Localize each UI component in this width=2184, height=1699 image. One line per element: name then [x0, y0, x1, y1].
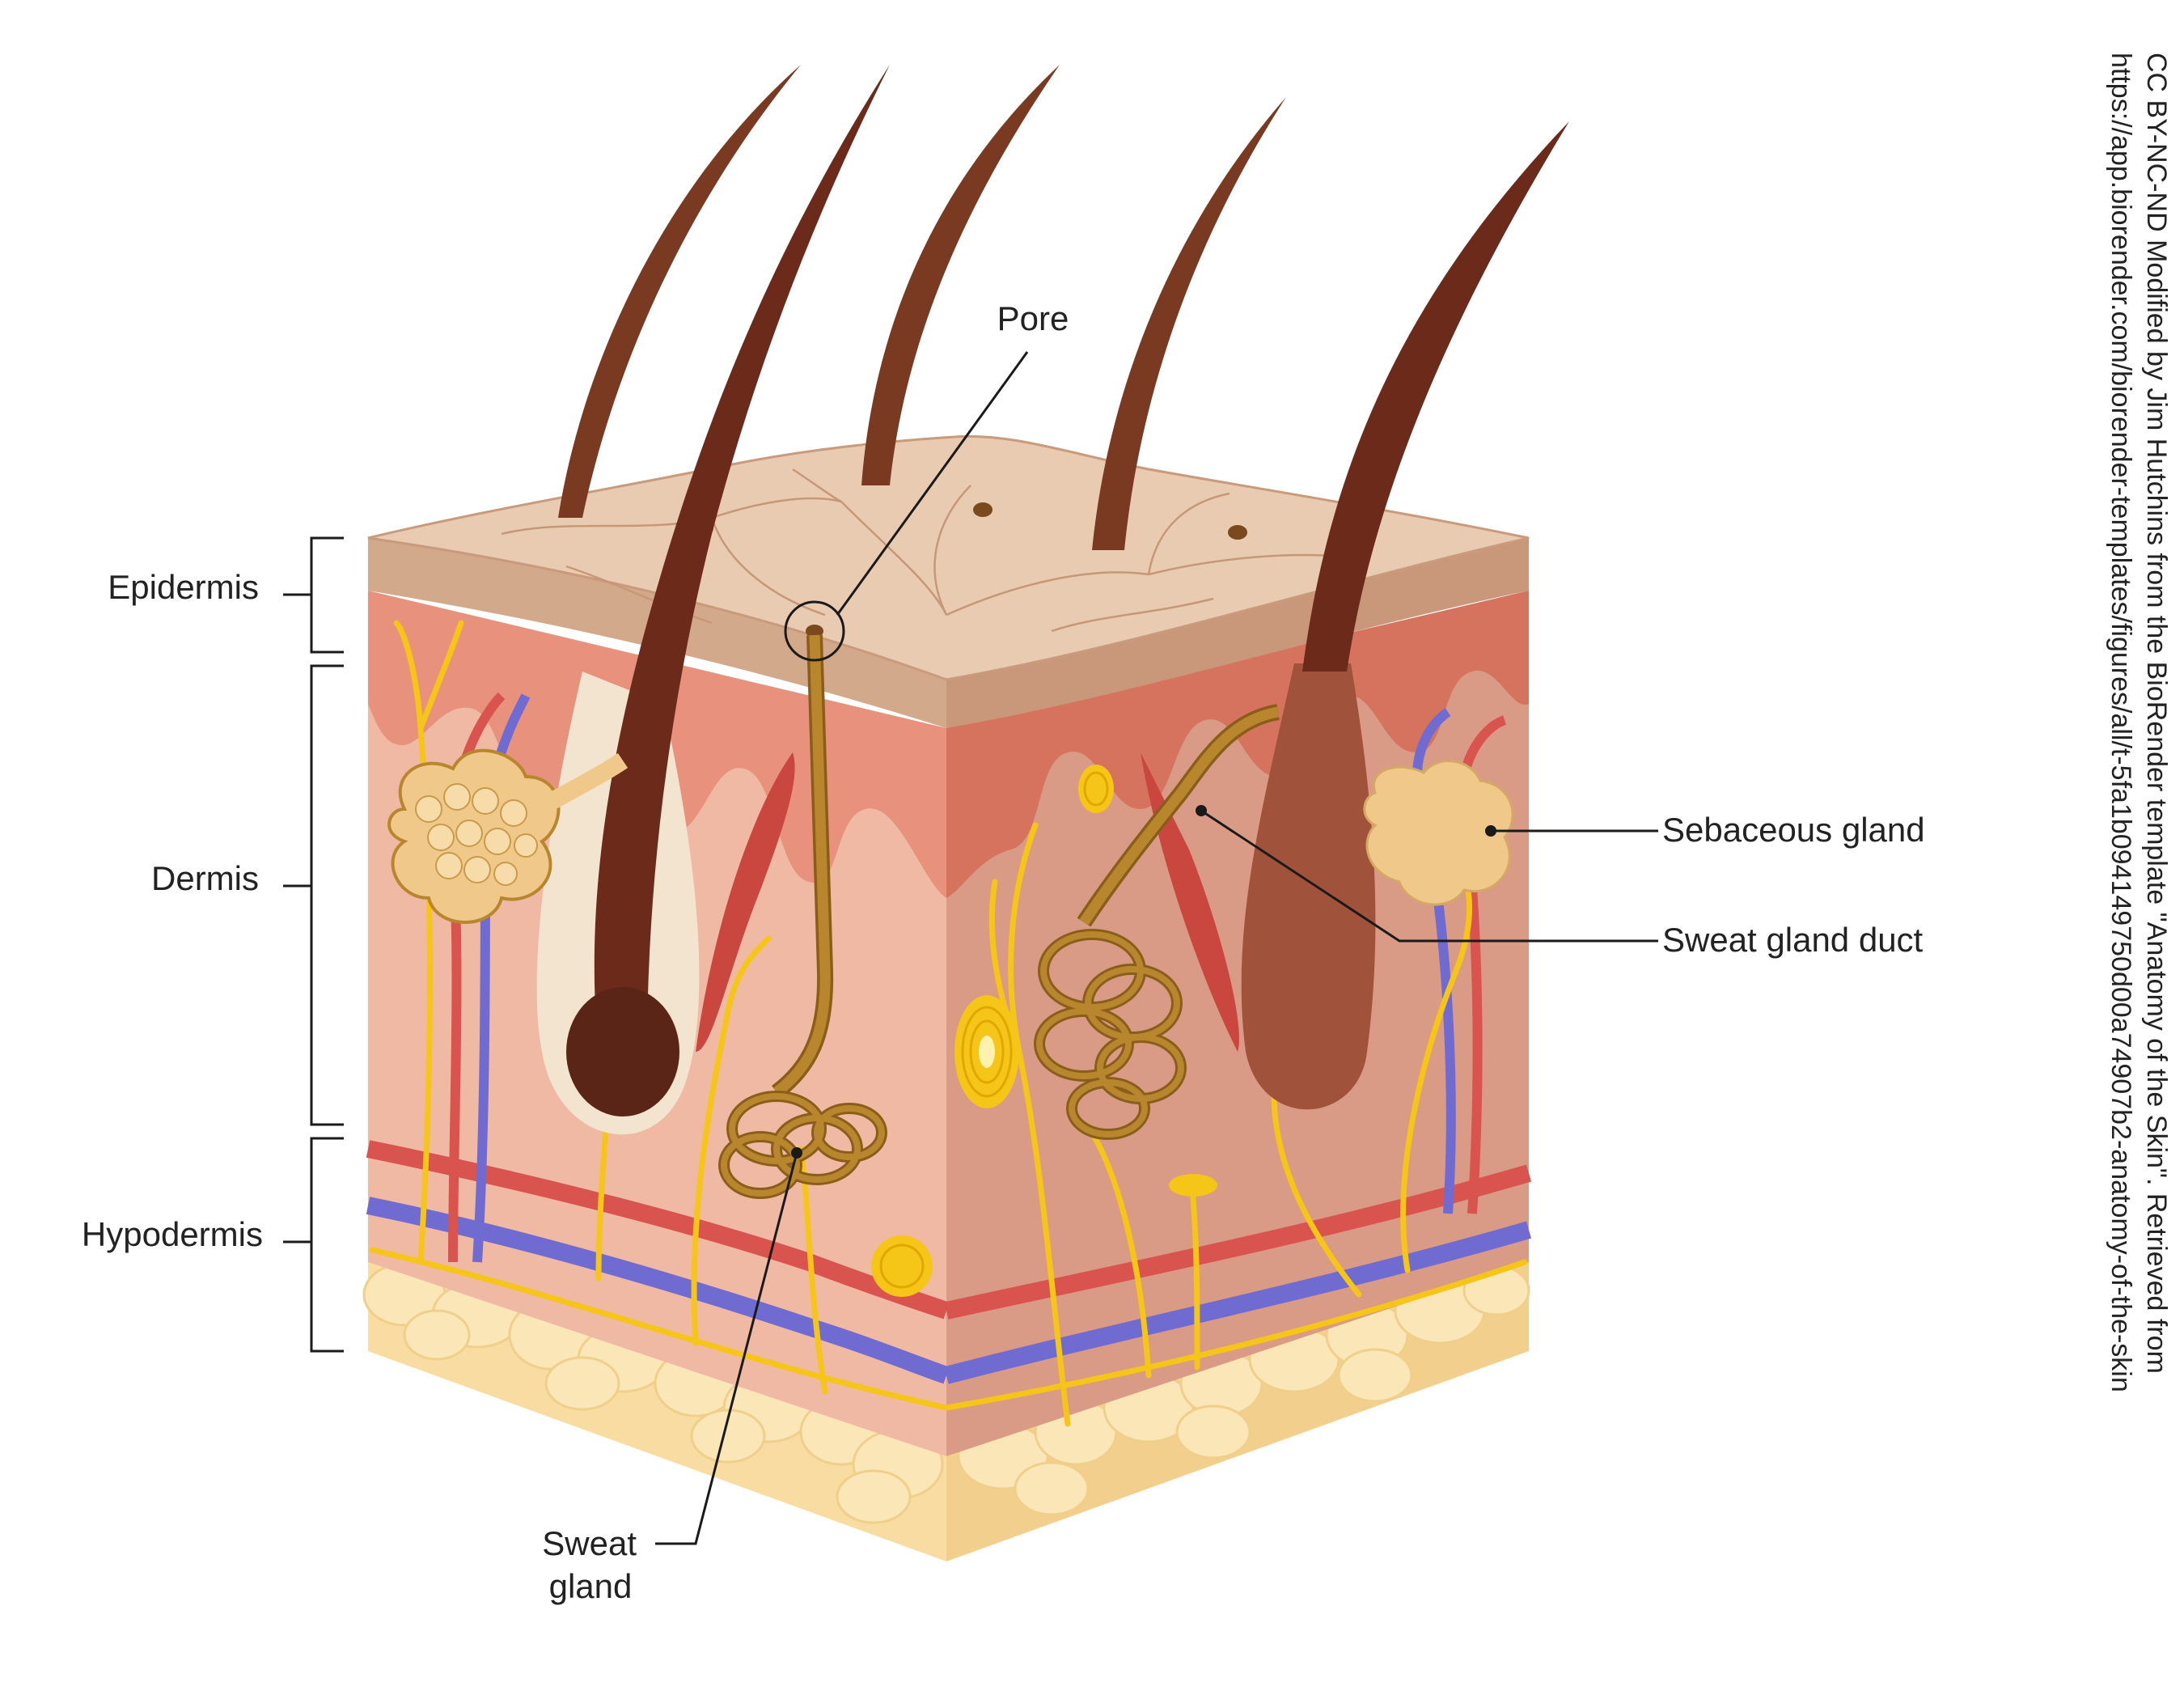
vein-horizontal-left — [366, 1197, 950, 1384]
credit-text: CC BY-NC-ND Modified by Jim Hutchins fro… — [2106, 53, 2172, 1392]
hair-follicle-right — [1241, 663, 1376, 1110]
credit-line-1: CC BY-NC-ND Modified by Jim Hutchins fro… — [2141, 53, 2172, 1374]
sebaceous-gland-right — [1363, 760, 1514, 906]
vein-horizontal-right — [944, 1221, 1532, 1384]
hair-shaft-3 — [861, 65, 1060, 485]
hair-shaft-large-left — [594, 65, 890, 1088]
free-nerve-ending — [1169, 1174, 1217, 1197]
pore-highlight-circle — [784, 600, 845, 662]
leader-lines — [655, 351, 1658, 1545]
label-dermis: Dermis — [151, 859, 259, 897]
credit-line-2: https://app.biorender.com/biorender-temp… — [2106, 53, 2136, 1392]
label-sweat-gland-line1: Sweat — [542, 1524, 637, 1562]
arrector-pili-right — [1141, 752, 1239, 1052]
sebaceous-gland-left — [387, 748, 629, 924]
label-hypodermis: Hypodermis — [82, 1215, 263, 1253]
hair-bulb-left — [566, 987, 679, 1116]
hair-shaft-4 — [1092, 97, 1286, 550]
label-pore: Pore — [997, 299, 1069, 337]
label-epidermis: Epidermis — [108, 568, 259, 606]
surface-creases — [501, 468, 1360, 633]
label-sebaceous-gland: Sebaceous gland — [1662, 811, 1925, 849]
hair-shaft-1 — [558, 65, 801, 518]
pacinian-corpuscle — [954, 995, 1019, 1108]
layer-brackets — [283, 536, 344, 1353]
epidermis-edge-right — [946, 538, 1529, 728]
hair-shaft-large-right — [1302, 121, 1569, 672]
skin-block — [362, 65, 1569, 1561]
ruffini-ending — [871, 1235, 933, 1297]
papillary-dermis-right — [946, 591, 1529, 898]
label-sweat-gland-line2: gland — [549, 1567, 633, 1605]
arrector-pili-left — [696, 752, 795, 1052]
meissner-corpuscle — [1078, 765, 1114, 813]
label-sweat-gland-duct: Sweat gland duct — [1662, 921, 1924, 959]
